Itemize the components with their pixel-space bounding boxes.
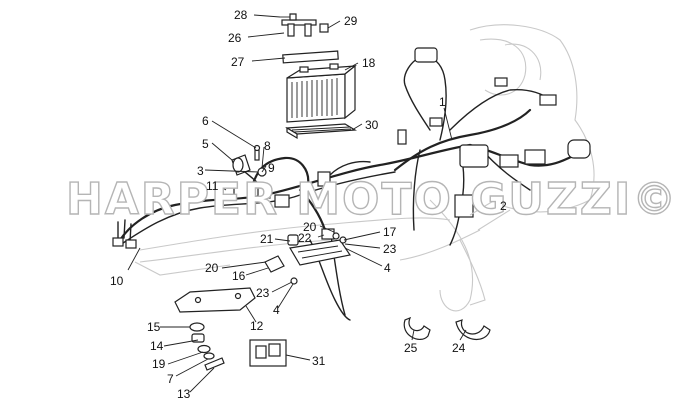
callout-29: 29 xyxy=(344,14,358,28)
callout-10: 10 xyxy=(110,274,124,288)
callout-14: 14 xyxy=(150,339,164,353)
callout-23: 23 xyxy=(383,242,397,256)
callout-31: 31 xyxy=(312,354,326,368)
callout-1: 1 xyxy=(439,95,446,109)
callout-20: 20 xyxy=(205,261,219,275)
callout-20: 20 xyxy=(303,220,317,234)
spare-relays xyxy=(249,339,287,367)
battery-tray-pad xyxy=(285,123,357,140)
callout-labels: 28 26 29 27 18 30 6 5 8 3 9 11 1 2 10 21… xyxy=(110,8,507,401)
callout-15: 15 xyxy=(147,320,161,334)
harness-connectors xyxy=(257,47,591,218)
battery-pad xyxy=(282,50,339,64)
leader-lines xyxy=(127,14,501,393)
callout-19: 19 xyxy=(152,357,166,371)
battery xyxy=(286,63,357,123)
fuse-box xyxy=(287,228,351,266)
callout-8: 8 xyxy=(264,139,271,153)
callout-9: 9 xyxy=(268,161,275,175)
callout-5: 5 xyxy=(202,137,209,151)
callout-17: 17 xyxy=(383,225,397,239)
callout-4: 4 xyxy=(273,303,280,317)
callout-2: 2 xyxy=(500,199,507,213)
callout-23: 23 xyxy=(256,286,270,300)
callout-6: 6 xyxy=(202,114,209,128)
callout-16: 16 xyxy=(232,269,246,283)
callout-11: 11 xyxy=(206,179,219,193)
callout-13: 13 xyxy=(177,387,191,401)
frame-tube-ghost xyxy=(469,199,511,231)
callout-30: 30 xyxy=(365,118,379,132)
harness-end-connectors xyxy=(112,219,137,249)
callout-26: 26 xyxy=(228,31,242,45)
battery-bracket xyxy=(280,13,329,37)
callout-3: 3 xyxy=(197,164,204,178)
callout-21: 21 xyxy=(260,232,274,246)
ignition-parts xyxy=(217,144,267,197)
screw xyxy=(290,277,298,285)
cable-clamps xyxy=(403,316,491,341)
frame-ghost-outline xyxy=(134,24,595,312)
callout-27: 27 xyxy=(231,55,245,69)
callout-18: 18 xyxy=(362,56,376,70)
fastener-stack xyxy=(189,322,225,371)
relay xyxy=(264,255,285,273)
mounting-plate xyxy=(174,287,256,313)
callout-12: 12 xyxy=(250,319,264,333)
callout-24: 24 xyxy=(452,341,466,355)
watermark-text: HARPER MOTO GUZZI© xyxy=(66,174,678,225)
callout-25: 25 xyxy=(404,341,418,355)
callout-28: 28 xyxy=(234,8,248,22)
callout-22: 22 xyxy=(298,231,312,245)
callout-4: 4 xyxy=(384,261,391,275)
callout-7: 7 xyxy=(167,372,174,386)
